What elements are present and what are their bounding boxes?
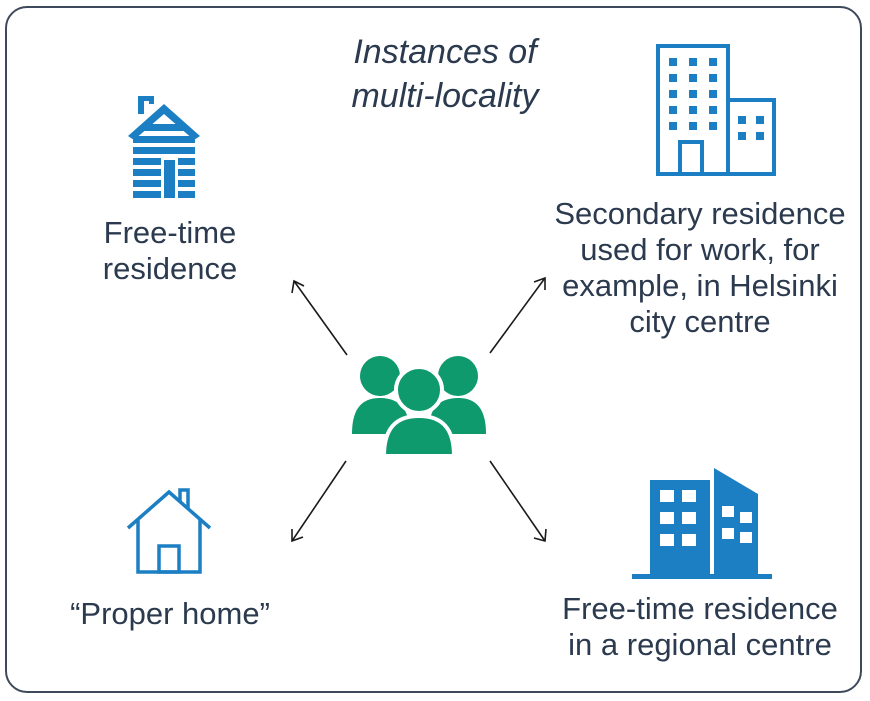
secondary-line-4: city centre xyxy=(629,304,771,339)
proper-home-line-1: “Proper home” xyxy=(70,596,270,631)
label-regional-residence: Free-time residence in a regional centre xyxy=(530,591,870,663)
regional-line-1: Free-time residence xyxy=(562,591,838,626)
diagram-title: Instances of multi-locality xyxy=(300,30,590,118)
people-group-icon xyxy=(352,356,486,458)
title-line-1: Instances of xyxy=(353,33,537,71)
free-time-line-2: residence xyxy=(102,251,238,286)
arrow-to-regional-residence xyxy=(489,460,547,543)
regional-line-2: in a regional centre xyxy=(568,627,832,662)
secondary-line-1: Secondary residence xyxy=(554,196,846,231)
label-proper-home: “Proper home” xyxy=(40,596,300,632)
arrow-to-free-time-residence xyxy=(291,279,348,356)
log-cabin-icon xyxy=(128,96,200,198)
free-time-line-1: Free-time xyxy=(103,215,237,250)
regional-buildings-icon xyxy=(632,468,772,579)
office-buildings-icon xyxy=(656,44,776,176)
house-icon xyxy=(126,488,212,574)
arrow-to-secondary-residence xyxy=(489,276,546,354)
label-free-time-residence: Free-time residence xyxy=(60,215,280,287)
title-line-2: multi-locality xyxy=(351,77,539,115)
secondary-line-2: used for work, for xyxy=(580,232,820,267)
arrow-to-proper-home xyxy=(291,460,347,543)
label-secondary-residence: Secondary residence used for work, for e… xyxy=(530,196,870,340)
secondary-line-3: example, in Helsinki xyxy=(562,268,838,303)
